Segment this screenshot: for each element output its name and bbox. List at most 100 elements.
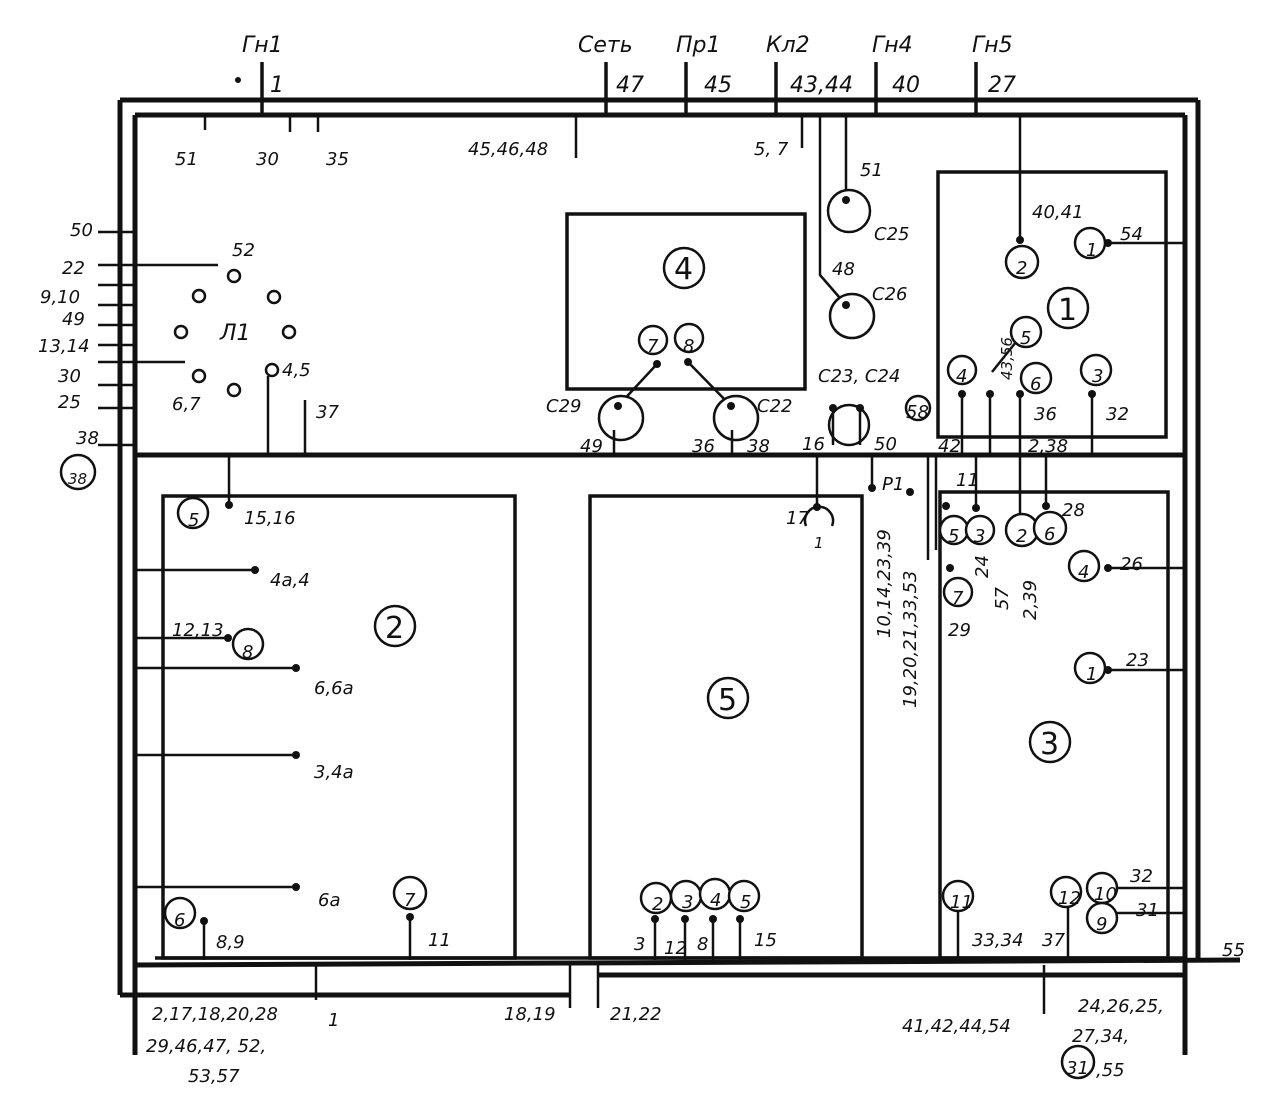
- b2-l-1213: 12,13: [172, 620, 224, 641]
- b2-c5: 5: [188, 510, 199, 531]
- b3-l-23: 23: [1126, 650, 1149, 671]
- bottom-label-10: ,55: [1096, 1060, 1125, 1081]
- b3-c4: 4: [1078, 562, 1089, 583]
- b2-l-89: 8,9: [216, 932, 245, 953]
- b5-pin-2: 2: [652, 894, 663, 915]
- block-3: 11 28 5 3 2 6 4 26 7 29 24 57 2,39 1 23 …: [938, 455, 1185, 960]
- b3-l-11: 11: [956, 470, 979, 491]
- b5-pin-5: 5: [740, 892, 751, 913]
- b3-l-29: 29: [948, 620, 971, 641]
- b3-l-26: 26: [1120, 554, 1143, 575]
- conn-gn4-name: Гн4: [872, 33, 913, 58]
- bottom-label-1: 2,17,18,20,28: [152, 1004, 278, 1025]
- block-4-label: 4: [674, 252, 693, 287]
- b5-l-12: 12: [664, 938, 687, 959]
- b2-c7: 7: [404, 890, 416, 911]
- capacitors: 51 С25 48 С26 С23, С24 16 50 58: [802, 115, 932, 455]
- block-2-label: 2: [385, 611, 404, 646]
- b3-c7: 7: [952, 588, 964, 609]
- conn-set-name: Сеть: [578, 33, 633, 58]
- block4-pin-7: 7: [647, 336, 659, 357]
- left-circle-38: 38: [68, 470, 87, 488]
- block-1: 2 40,41 1 54 1 5 4 43,56 6 3 36 32 42 2,…: [936, 115, 1185, 520]
- b3-l-239: 2,39: [1020, 580, 1041, 620]
- b3-c9: 9: [1096, 914, 1107, 935]
- b1-l-238: 2,38: [1028, 436, 1068, 457]
- cap-c25-pin: 51: [860, 160, 883, 181]
- b2-l-11: 11: [428, 930, 451, 951]
- b3-c5: 5: [948, 526, 959, 547]
- left-label-38: 38: [76, 428, 99, 449]
- b2-l-6a: 6а: [318, 890, 340, 911]
- conn-set-pin: 47: [616, 73, 644, 98]
- cap-c29: С29: [546, 396, 581, 417]
- b3-c6: 6: [1044, 524, 1055, 545]
- block4-pin-8: 8: [683, 336, 694, 357]
- conn-pr1-pin: 45: [704, 73, 732, 98]
- conn-gn4-pin: 40: [892, 73, 920, 98]
- bottom-label-8: 24,26,25,: [1078, 996, 1164, 1017]
- top-row-leads: 51 30 35 45,46,48 5, 7: [175, 115, 804, 170]
- lamp-lead-37: 37: [316, 402, 339, 423]
- b5-l-3: 3: [634, 934, 645, 955]
- conn-kl2-pin: 43,44: [790, 73, 853, 98]
- b2-l-1516: 15,16: [244, 508, 296, 529]
- block-2: 5 15,16 4а,4 8 12,13 6,6а 2 3,4а 6а 7 11…: [135, 455, 517, 960]
- b5-pin-3: 3: [682, 892, 693, 913]
- b1-c2: 2: [1016, 258, 1027, 279]
- b1-pin-4041: 40,41: [1032, 202, 1084, 223]
- b1-l-42: 42: [938, 436, 961, 457]
- conn-pr1-name: Пр1: [676, 33, 721, 58]
- lamp-pin-45: 4,5: [282, 360, 311, 381]
- block-4: 4 7 8 С29 С22 49 36 38: [546, 212, 807, 457]
- relay-p1: Р1: [882, 474, 904, 495]
- b3-c3: 3: [974, 526, 985, 547]
- b5-l-8: 8: [697, 934, 708, 955]
- label-58: 58: [906, 402, 929, 423]
- block-1-label: 1: [1058, 293, 1077, 328]
- top-label-57: 5, 7: [754, 139, 789, 160]
- top-connectors: Гн1 1 Сеть 47 Пр1 45 Кл2 43,44 Гн4 40 Гн…: [235, 33, 1016, 115]
- cap-c23-pin-16: 16: [802, 434, 825, 455]
- b3-c11: 11: [950, 892, 973, 913]
- left-label-25: 25: [58, 392, 81, 413]
- bottom-label-4: 1: [328, 1010, 339, 1031]
- bottom-label-55: 55: [1222, 940, 1245, 961]
- relay-label-2: 19,20,21,33,53: [900, 571, 921, 708]
- cap-c22: С22: [757, 396, 792, 417]
- b5-l-17: 17: [786, 508, 809, 529]
- b3-l-31: 31: [1136, 900, 1159, 921]
- b3-l-3334: 33,34: [972, 930, 1024, 951]
- bottom-label-6: 21,22: [610, 1004, 662, 1025]
- cap-c26-pin: 48: [832, 259, 855, 280]
- b1-l-4356: 43,56: [998, 337, 1016, 380]
- b3-l-57: 57: [992, 587, 1013, 610]
- b3-c12: 12: [1058, 888, 1081, 909]
- b2-c6: 6: [174, 910, 185, 931]
- left-label-910: 9,10: [40, 287, 80, 308]
- block-5: 17 1 5 2 3 4 5 3 12 8 15: [588, 455, 864, 960]
- conn-kl2-name: Кл2: [766, 33, 810, 58]
- b3-l-28: 28: [1062, 500, 1085, 521]
- top-label-35: 35: [326, 149, 349, 170]
- b5-pin-4: 4: [710, 890, 721, 911]
- b3-c2: 2: [1016, 526, 1027, 547]
- block4-lead-36: 36: [692, 436, 715, 457]
- left-label-49: 49: [62, 309, 85, 330]
- cap-c23-pin-50: 50: [874, 434, 897, 455]
- relay-label-1: 10,14,23,39: [874, 529, 895, 638]
- conn-gn1-pin: 1: [270, 73, 284, 98]
- lamp-pin-52: 52: [232, 240, 255, 261]
- b3-l-37: 37: [1042, 930, 1065, 951]
- top-label-454648: 45,46,48: [468, 139, 548, 160]
- b2-l-66a: 6,6а: [314, 678, 354, 699]
- left-label-50: 50: [70, 220, 93, 241]
- b3-l-24: 24: [972, 555, 993, 578]
- bottom-label-3: 53,57: [188, 1066, 240, 1087]
- b3-l-32: 32: [1130, 866, 1153, 887]
- b2-c8: 8: [242, 642, 253, 663]
- bottom-label-2: 29,46,47, 52,: [146, 1036, 266, 1057]
- b1-c3: 3: [1092, 366, 1103, 387]
- lamp-l1: Л1 52 6,7 4,5 37: [172, 240, 339, 455]
